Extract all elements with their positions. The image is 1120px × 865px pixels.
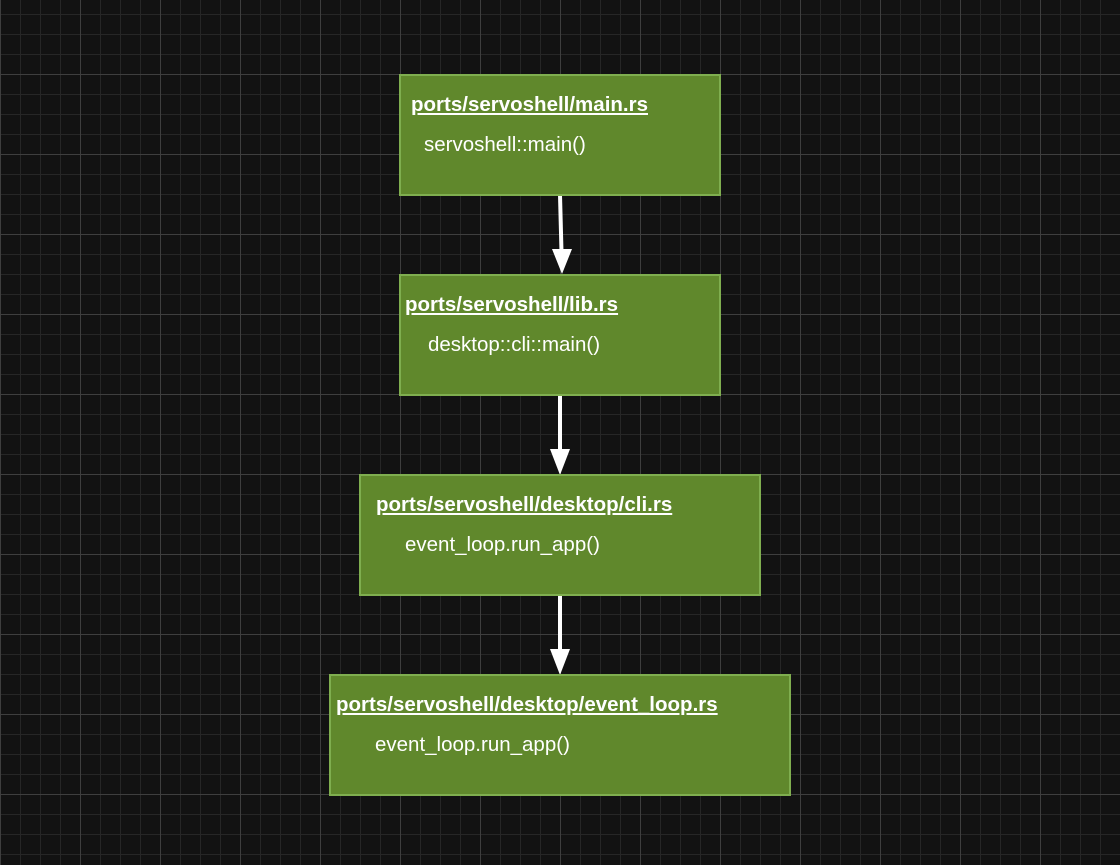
- node-file-label: ports/servoshell/main.rs: [411, 93, 648, 116]
- node-file-label: ports/servoshell/desktop/event_loop.rs: [336, 693, 718, 716]
- node-call-label: event_loop.run_app(): [405, 533, 600, 556]
- arrowhead-icon: [552, 249, 572, 274]
- node-call-label: event_loop.run_app(): [375, 733, 570, 756]
- arrowhead-icon: [550, 649, 570, 675]
- node-lib-rs[interactable]: ports/servoshell/lib.rs desktop::cli::ma…: [399, 274, 721, 396]
- node-main-rs[interactable]: ports/servoshell/main.rs servoshell::mai…: [399, 74, 721, 196]
- node-call-label: servoshell::main(): [424, 133, 586, 156]
- node-event-loop-rs[interactable]: ports/servoshell/desktop/event_loop.rs e…: [329, 674, 791, 796]
- node-file-label: ports/servoshell/lib.rs: [405, 293, 619, 316]
- node-file-label: ports/servoshell/desktop/cli.rs: [376, 493, 673, 516]
- arrowhead-icon: [550, 449, 570, 475]
- arrow-main-to-lib: [558, 194, 564, 253]
- node-call-label: desktop::cli::main(): [428, 333, 601, 356]
- node-cli-rs[interactable]: ports/servoshell/desktop/cli.rs event_lo…: [359, 474, 761, 596]
